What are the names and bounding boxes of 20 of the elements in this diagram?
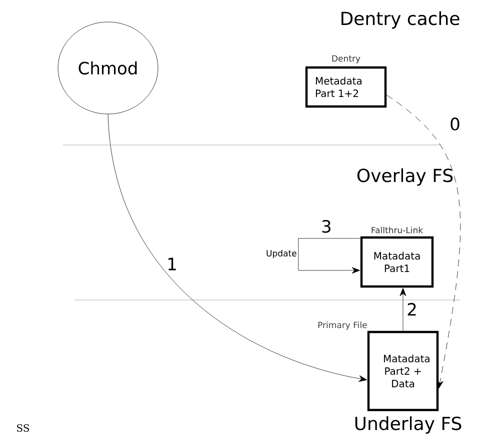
update-label: Update (266, 250, 296, 258)
edge-label: 0 (448, 116, 462, 132)
box-heading: Primary File (318, 322, 367, 330)
process-box: Metadata Part 1+2 (305, 66, 387, 108)
section-heading: Overlay FS (357, 168, 453, 186)
section-heading: Dentry cache (342, 11, 460, 29)
box-heading: Fallthru-Link (372, 226, 424, 234)
edge-label: 2 (406, 302, 418, 317)
arrow (386, 94, 460, 389)
edge-label: 3 (320, 218, 333, 234)
section-heading: Underlay FS (355, 416, 462, 434)
ellipse-node: Chmod (58, 22, 158, 114)
edge-label: 1 (166, 256, 178, 272)
process-box: Matadata Part2 + Data (367, 330, 439, 412)
box-heading: Dentry (332, 55, 360, 64)
arrow (298, 238, 361, 274)
arrow (400, 288, 406, 332)
footnote-text: SS (17, 424, 30, 432)
arrow (108, 114, 368, 382)
process-box: Matadata Part1 (360, 236, 434, 288)
